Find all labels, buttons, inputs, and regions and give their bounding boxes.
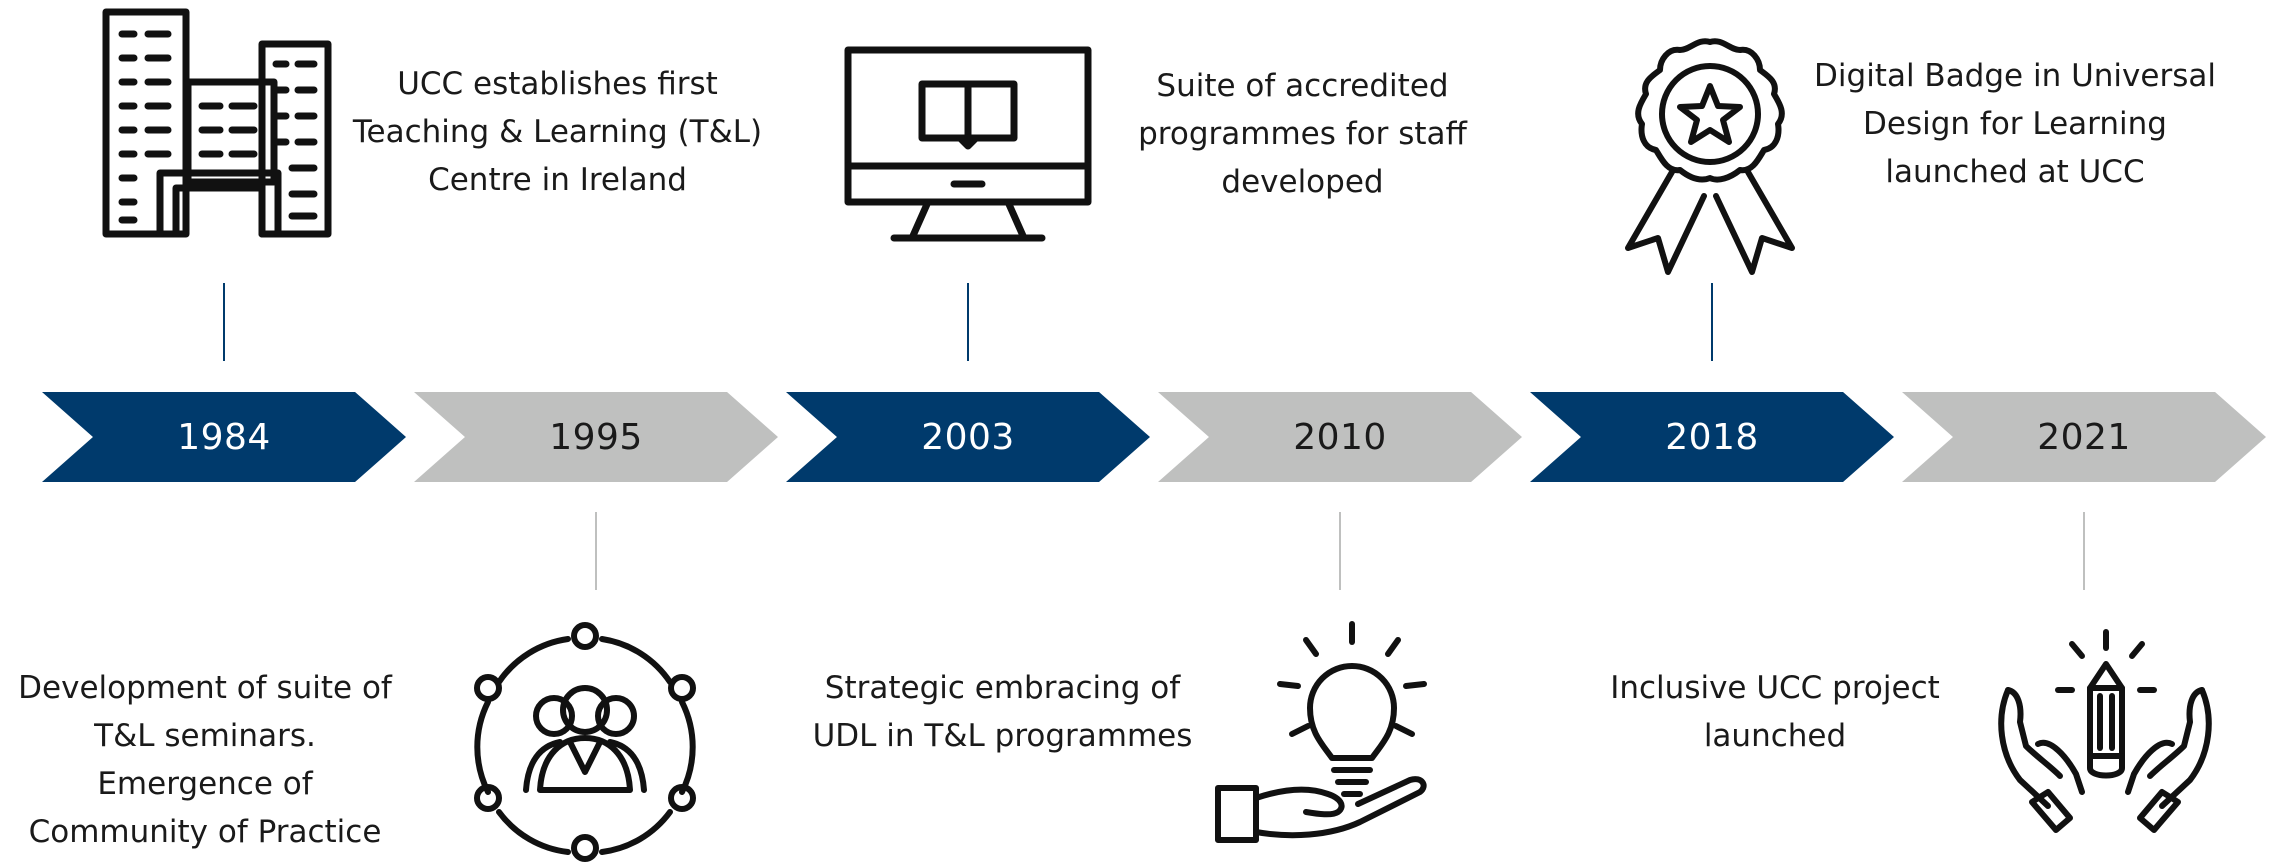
hands-pencil-icon (1990, 626, 2220, 838)
connector-2021 (2083, 512, 2085, 590)
caption-1995: Development of suite of T&L seminars. Em… (18, 670, 392, 850)
chevron-2021 (1902, 392, 2266, 482)
connector-1995 (595, 512, 597, 590)
award-ribbon-icon (1614, 32, 1806, 278)
chevron-2018 (1530, 392, 1894, 482)
chevron-1984 (42, 392, 406, 482)
year-label-2018: 2018 (1665, 416, 1759, 458)
connector-2010 (1339, 512, 1341, 590)
year-label-2003: 2003 (921, 416, 1015, 458)
connector-2018 (1711, 283, 1713, 361)
year-label-1995: 1995 (549, 416, 643, 458)
caption-1984: UCC establishes first Teaching & Learnin… (352, 66, 763, 198)
community-network-icon (470, 622, 700, 862)
lightbulb-hand-icon (1210, 616, 1440, 846)
chevron-2003 (786, 392, 1150, 482)
caption-2010: Strategic embracing of UDL in T&L progra… (812, 670, 1193, 754)
chevron-2010 (1158, 392, 1522, 482)
connector-1984 (223, 283, 225, 361)
year-label-1984: 1984 (177, 416, 271, 458)
chevron-1995 (414, 392, 778, 482)
caption-2003: Suite of accredited programmes for staff… (1138, 68, 1467, 200)
year-label-2010: 2010 (1293, 416, 1387, 458)
caption-2018: Digital Badge in Universal Design for Le… (1814, 58, 2216, 190)
caption-2021: Inclusive UCC project launched (1610, 670, 1940, 754)
city-buildings-icon (100, 8, 335, 238)
monitor-book-icon (842, 44, 1094, 244)
year-label-2021: 2021 (2037, 416, 2131, 458)
connector-2003 (967, 283, 969, 361)
